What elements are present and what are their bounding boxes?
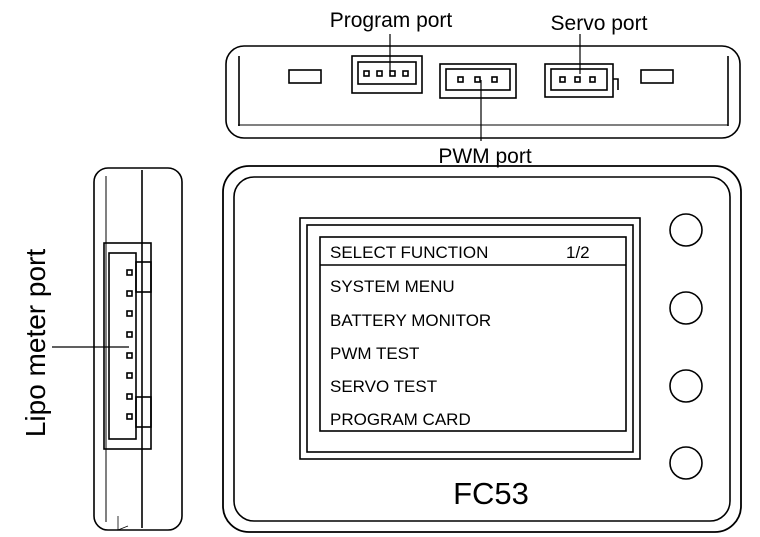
function-button-2[interactable] (669, 291, 703, 325)
menu-item-system-menu[interactable]: SYSTEM MENU (330, 277, 455, 296)
menu-item-servo-test[interactable]: SERVO TEST (330, 377, 437, 396)
program-port-label: Program port (330, 9, 453, 32)
menu-item-program-card[interactable]: PROGRAM CARD (330, 410, 471, 429)
top-view-body (225, 45, 741, 139)
function-button-1[interactable] (669, 213, 703, 247)
lcd-frame-outer (299, 217, 641, 460)
side-view-corner-mark (117, 516, 129, 531)
pwm-port-label: PWM port (438, 145, 532, 168)
top-view (225, 34, 741, 141)
lipo-port-connector (103, 242, 152, 450)
menu-item-pwm-test[interactable]: PWM TEST (330, 344, 419, 363)
function-button-3[interactable] (669, 369, 703, 403)
lcd-frame-inner (306, 224, 634, 453)
front-view-outer-body (222, 165, 742, 533)
front-view-inner-bezel (233, 176, 731, 522)
lipo-meter-port-label: Lipo meter port (20, 249, 51, 438)
screen-header-title: SELECT FUNCTION (330, 243, 488, 262)
device-model-label: FC53 (453, 476, 529, 511)
servo-port-label: Servo port (551, 12, 648, 35)
function-button-4[interactable] (669, 446, 703, 480)
front-view (222, 165, 742, 533)
pwm-port-connector (439, 63, 517, 99)
lcd-display (319, 236, 627, 432)
menu-item-battery-monitor[interactable]: BATTERY MONITOR (330, 311, 491, 330)
top-slot-right (640, 69, 674, 84)
side-view-body (93, 167, 183, 531)
screen-page-indicator: 1/2 (566, 243, 590, 262)
top-slot-left (288, 69, 322, 84)
servo-port-connector (544, 63, 619, 98)
program-port-connector (351, 55, 423, 94)
side-view (52, 167, 183, 531)
